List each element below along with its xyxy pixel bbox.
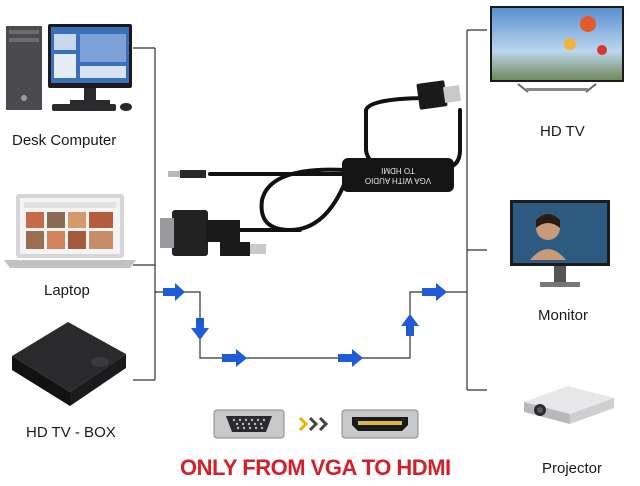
arrow-down-1 <box>191 318 209 340</box>
caption: ONLY FROM VGA TO HDMI <box>180 455 451 480</box>
desk-computer-image <box>6 24 132 111</box>
laptop-label: Laptop <box>44 282 90 299</box>
desk-computer-label: Desk Computer <box>12 132 117 149</box>
signal-path <box>155 291 467 359</box>
hdmi-port-icon <box>341 409 419 439</box>
laptop-image <box>4 194 136 268</box>
audio-jack <box>168 170 206 178</box>
arrow-up-1 <box>401 314 419 336</box>
arrow-right-2 <box>222 349 247 367</box>
vga-plug <box>160 210 240 256</box>
hd-tv-image <box>490 6 624 93</box>
hd-tv-label: HD TV <box>540 123 585 140</box>
monitor-label: Monitor <box>538 307 589 324</box>
source-bracket <box>133 47 156 381</box>
adapter-label: VGA WITH AUDIO TO HDMI <box>353 165 443 185</box>
tv-box-image <box>12 322 126 406</box>
monitor-image <box>510 200 610 287</box>
projector-image <box>524 386 614 424</box>
arrow-right-1 <box>163 283 185 301</box>
vga-hdmi-adapter-cable <box>160 80 462 256</box>
adapter-box <box>342 158 454 192</box>
flow-arrows <box>163 283 447 367</box>
adapter-label-line2: TO HDMI <box>381 166 415 175</box>
arrow-right-3 <box>338 349 363 367</box>
projector-label: Projector <box>542 460 603 477</box>
output-bracket <box>466 29 487 391</box>
tv-box-label: HD TV - BOX <box>26 424 116 441</box>
arrow-right-4 <box>422 283 447 301</box>
hdmi-plug <box>416 80 462 110</box>
vga-port-icon <box>213 409 285 439</box>
chevron-arrows-icon <box>298 416 329 432</box>
usb-plug <box>220 242 266 256</box>
connector-icons <box>213 409 419 439</box>
adapter-label-line1: VGA WITH AUDIO <box>364 176 432 185</box>
